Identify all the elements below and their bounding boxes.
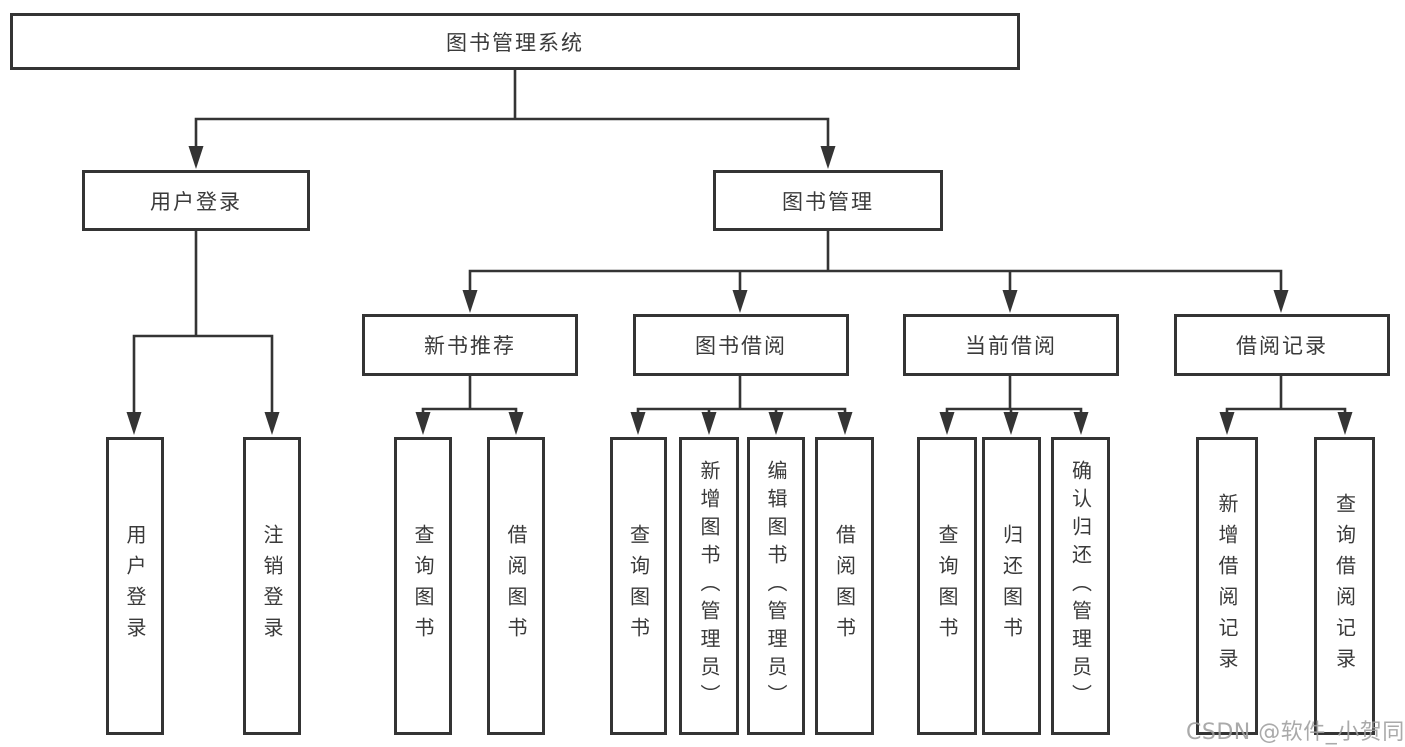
node-label: 借阅记录 (1236, 334, 1328, 358)
node-label: 当前借阅 (965, 334, 1057, 358)
leaf-edit-book-admin: 编辑图书（管理员） (747, 437, 805, 735)
leaf-label: 新增借阅记录 (1215, 493, 1239, 679)
node-label: 用户登录 (150, 189, 242, 214)
leaf-label: 借阅图书 (504, 524, 528, 648)
node-new-book-recommend: 新书推荐 (362, 314, 578, 376)
node-book-borrowing: 图书借阅 (633, 314, 849, 376)
leaf-label: 确认归还（管理员） (1068, 460, 1093, 712)
node-label: 图书管理 (782, 189, 874, 214)
leaf-label: 用户登录 (123, 524, 147, 648)
leaf-borrow-books-borrowing: 借阅图书 (815, 437, 874, 735)
node-label: 新书推荐 (424, 334, 516, 358)
node-label: 图书管理系统 (446, 30, 584, 55)
leaf-label: 借阅图书 (832, 524, 857, 648)
leaf-label: 查询借阅记录 (1332, 493, 1357, 679)
leaf-label: 归还图书 (999, 524, 1024, 648)
leaf-query-books-borrowing: 查询图书 (610, 437, 667, 735)
leaf-return-books: 归还图书 (982, 437, 1041, 735)
arrowheads (126, 146, 1353, 435)
leaf-query-books-current: 查询图书 (917, 437, 977, 735)
leaf-borrow-books-recommend: 借阅图书 (487, 437, 545, 735)
node-user-login: 用户登录 (82, 170, 310, 231)
node-borrowing-records: 借阅记录 (1174, 314, 1390, 376)
node-book-management: 图书管理 (713, 170, 943, 231)
leaf-logout: 注销登录 (243, 437, 301, 735)
leaf-add-borrow-record: 新增借阅记录 (1196, 437, 1258, 735)
leaf-label: 查询图书 (626, 524, 651, 648)
leaf-query-borrow-record: 查询借阅记录 (1314, 437, 1375, 735)
node-library-system: 图书管理系统 (10, 13, 1020, 70)
leaf-confirm-return-admin: 确认归还（管理员） (1051, 437, 1110, 735)
leaf-label: 新增图书（管理员） (697, 460, 721, 712)
leaf-label: 查询图书 (411, 524, 435, 648)
leaf-user-login: 用户登录 (106, 437, 164, 735)
leaf-label: 编辑图书（管理员） (764, 460, 788, 712)
leaf-label: 查询图书 (935, 524, 959, 648)
node-label: 图书借阅 (695, 334, 787, 358)
node-current-borrowing: 当前借阅 (903, 314, 1119, 376)
leaf-label: 注销登录 (260, 524, 284, 648)
leaf-query-books-recommend: 查询图书 (394, 437, 452, 735)
leaf-add-book-admin: 新增图书（管理员） (679, 437, 739, 735)
csdn-watermark: CSDN @软件_小贺同学 (1186, 720, 1405, 745)
